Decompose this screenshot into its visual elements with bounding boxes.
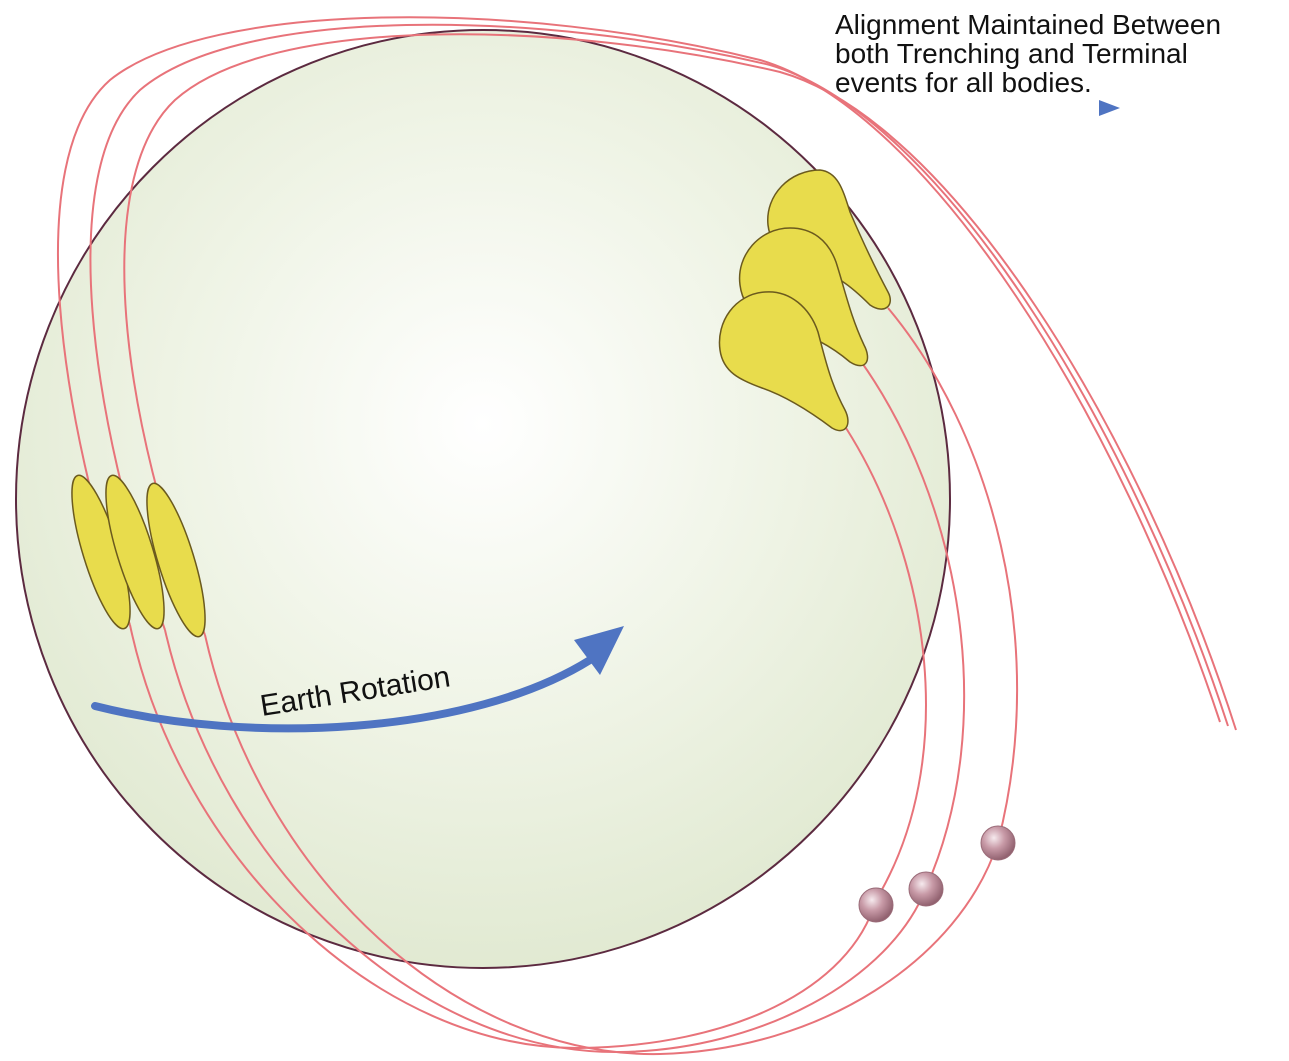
orbit-line-1 [57,16,1221,723]
trench-ellipse-2 [105,474,165,630]
body-sphere-2 [908,871,944,907]
annotation-line-1: Alignment Maintained Between [835,9,1222,40]
orbit-return-3 [204,634,999,1056]
trench-to-body-3 [887,307,1019,843]
terminal-shape-2 [738,227,869,367]
terminal-shape-1 [767,169,891,310]
right-terminal-group [718,169,891,432]
orbit-return-1 [129,624,877,1050]
trench-ellipse-3 [146,482,206,638]
pointer-arrowhead-icon [1099,100,1120,116]
trench-to-body-1 [845,427,927,901]
trench-to-body-2 [859,359,966,889]
orbit-line-2 [89,23,1229,727]
orbit-return-2 [164,629,927,1054]
body-sphere-3 [980,825,1016,861]
rotation-arrowhead-icon [574,626,624,675]
rotation-arrow [91,626,624,733]
annotation-line-2: both Trenching and Terminal [835,38,1188,69]
annotation-text: Alignment Maintained Between both Trench… [835,10,1285,97]
body-sphere-1 [858,887,894,923]
earth-sphere [15,29,951,969]
left-trench-group [71,474,206,638]
bodies-group [858,825,1016,923]
orbit-lines [57,16,1237,1056]
terminal-shape-3 [718,291,849,432]
orbit-line-3 [123,33,1237,731]
rotation-arrow-shaft [91,656,594,733]
annotation-line-3: events for all bodies. [835,67,1092,98]
